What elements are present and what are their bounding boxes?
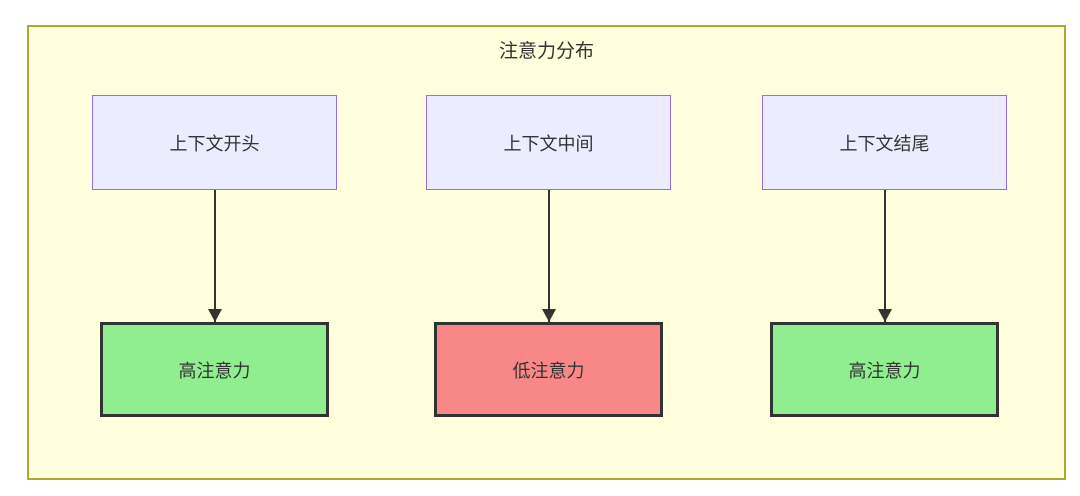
flow-column-start: 上下文开头 高注意力 <box>92 95 337 417</box>
arrow-down-icon <box>883 190 886 322</box>
flow-column-end: 上下文结尾 高注意力 <box>762 95 1007 417</box>
arrow-down-icon <box>547 190 550 322</box>
node-attention-end: 高注意力 <box>770 322 999 417</box>
node-context-start: 上下文开头 <box>92 95 337 190</box>
node-context-end: 上下文结尾 <box>762 95 1007 190</box>
subgraph-attention-distribution: 注意力分布 上下文开头 高注意力 上下文中间 低注意力 上下文结尾 高注意力 <box>27 25 1066 480</box>
arrow-down-icon <box>213 190 216 322</box>
node-attention-middle: 低注意力 <box>434 322 663 417</box>
flow-column-middle: 上下文中间 低注意力 <box>426 95 671 417</box>
node-context-middle: 上下文中间 <box>426 95 671 190</box>
diagram-title: 注意力分布 <box>498 41 594 62</box>
node-attention-start: 高注意力 <box>100 322 329 417</box>
